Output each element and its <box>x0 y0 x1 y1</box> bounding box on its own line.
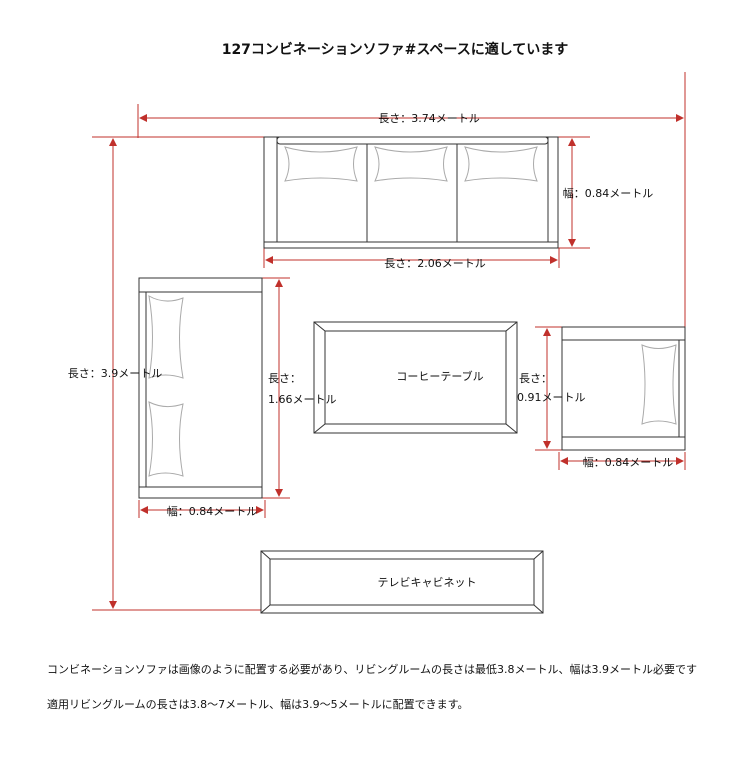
left-sofa-cushions <box>148 295 184 477</box>
label-total-length: 長さ：3.74メートル <box>378 112 480 125</box>
label-right-chair-width: 幅：0.84メートル <box>583 456 674 469</box>
page-title: 127コンビネーションソファ#スペースに適しています <box>222 41 569 58</box>
tv-cabinet <box>260 550 544 614</box>
right-chair-cushion <box>641 344 677 425</box>
label-left-sofa-width: 幅：0.84メートル <box>167 505 258 518</box>
label-left-sofa-length-1: 長さ： <box>268 372 301 385</box>
label-right-chair-length-2: 0.91メートル <box>517 391 586 404</box>
top-sofa-cushions <box>284 146 538 182</box>
top-sofa <box>263 136 559 249</box>
right-chair <box>561 326 686 451</box>
note-line-2: 適用リビングルームの長さは3.8〜7メートル、幅は3.9〜5メートルに配置できま… <box>47 698 469 711</box>
note-line-1: コンビネーションソファは画像のように配置する必要があり、リビングルームの長さは最… <box>47 663 697 676</box>
label-total-height: 長さ：3.9メートル <box>68 367 163 380</box>
label-top-sofa-width: 幅：0.84メートル <box>563 187 654 200</box>
left-sofa <box>138 277 263 499</box>
label-coffee-table: コーヒーテーブル <box>396 369 483 383</box>
dimension-lines <box>92 72 686 611</box>
label-tv-cabinet: テレビキャビネット <box>378 576 477 589</box>
label-left-sofa-length-2: 1.66メートル <box>268 393 337 406</box>
label-right-chair-length-1: 長さ： <box>519 372 552 385</box>
label-top-sofa-length: 長さ：2.06メートル <box>384 257 486 270</box>
coffee-table <box>313 321 518 434</box>
